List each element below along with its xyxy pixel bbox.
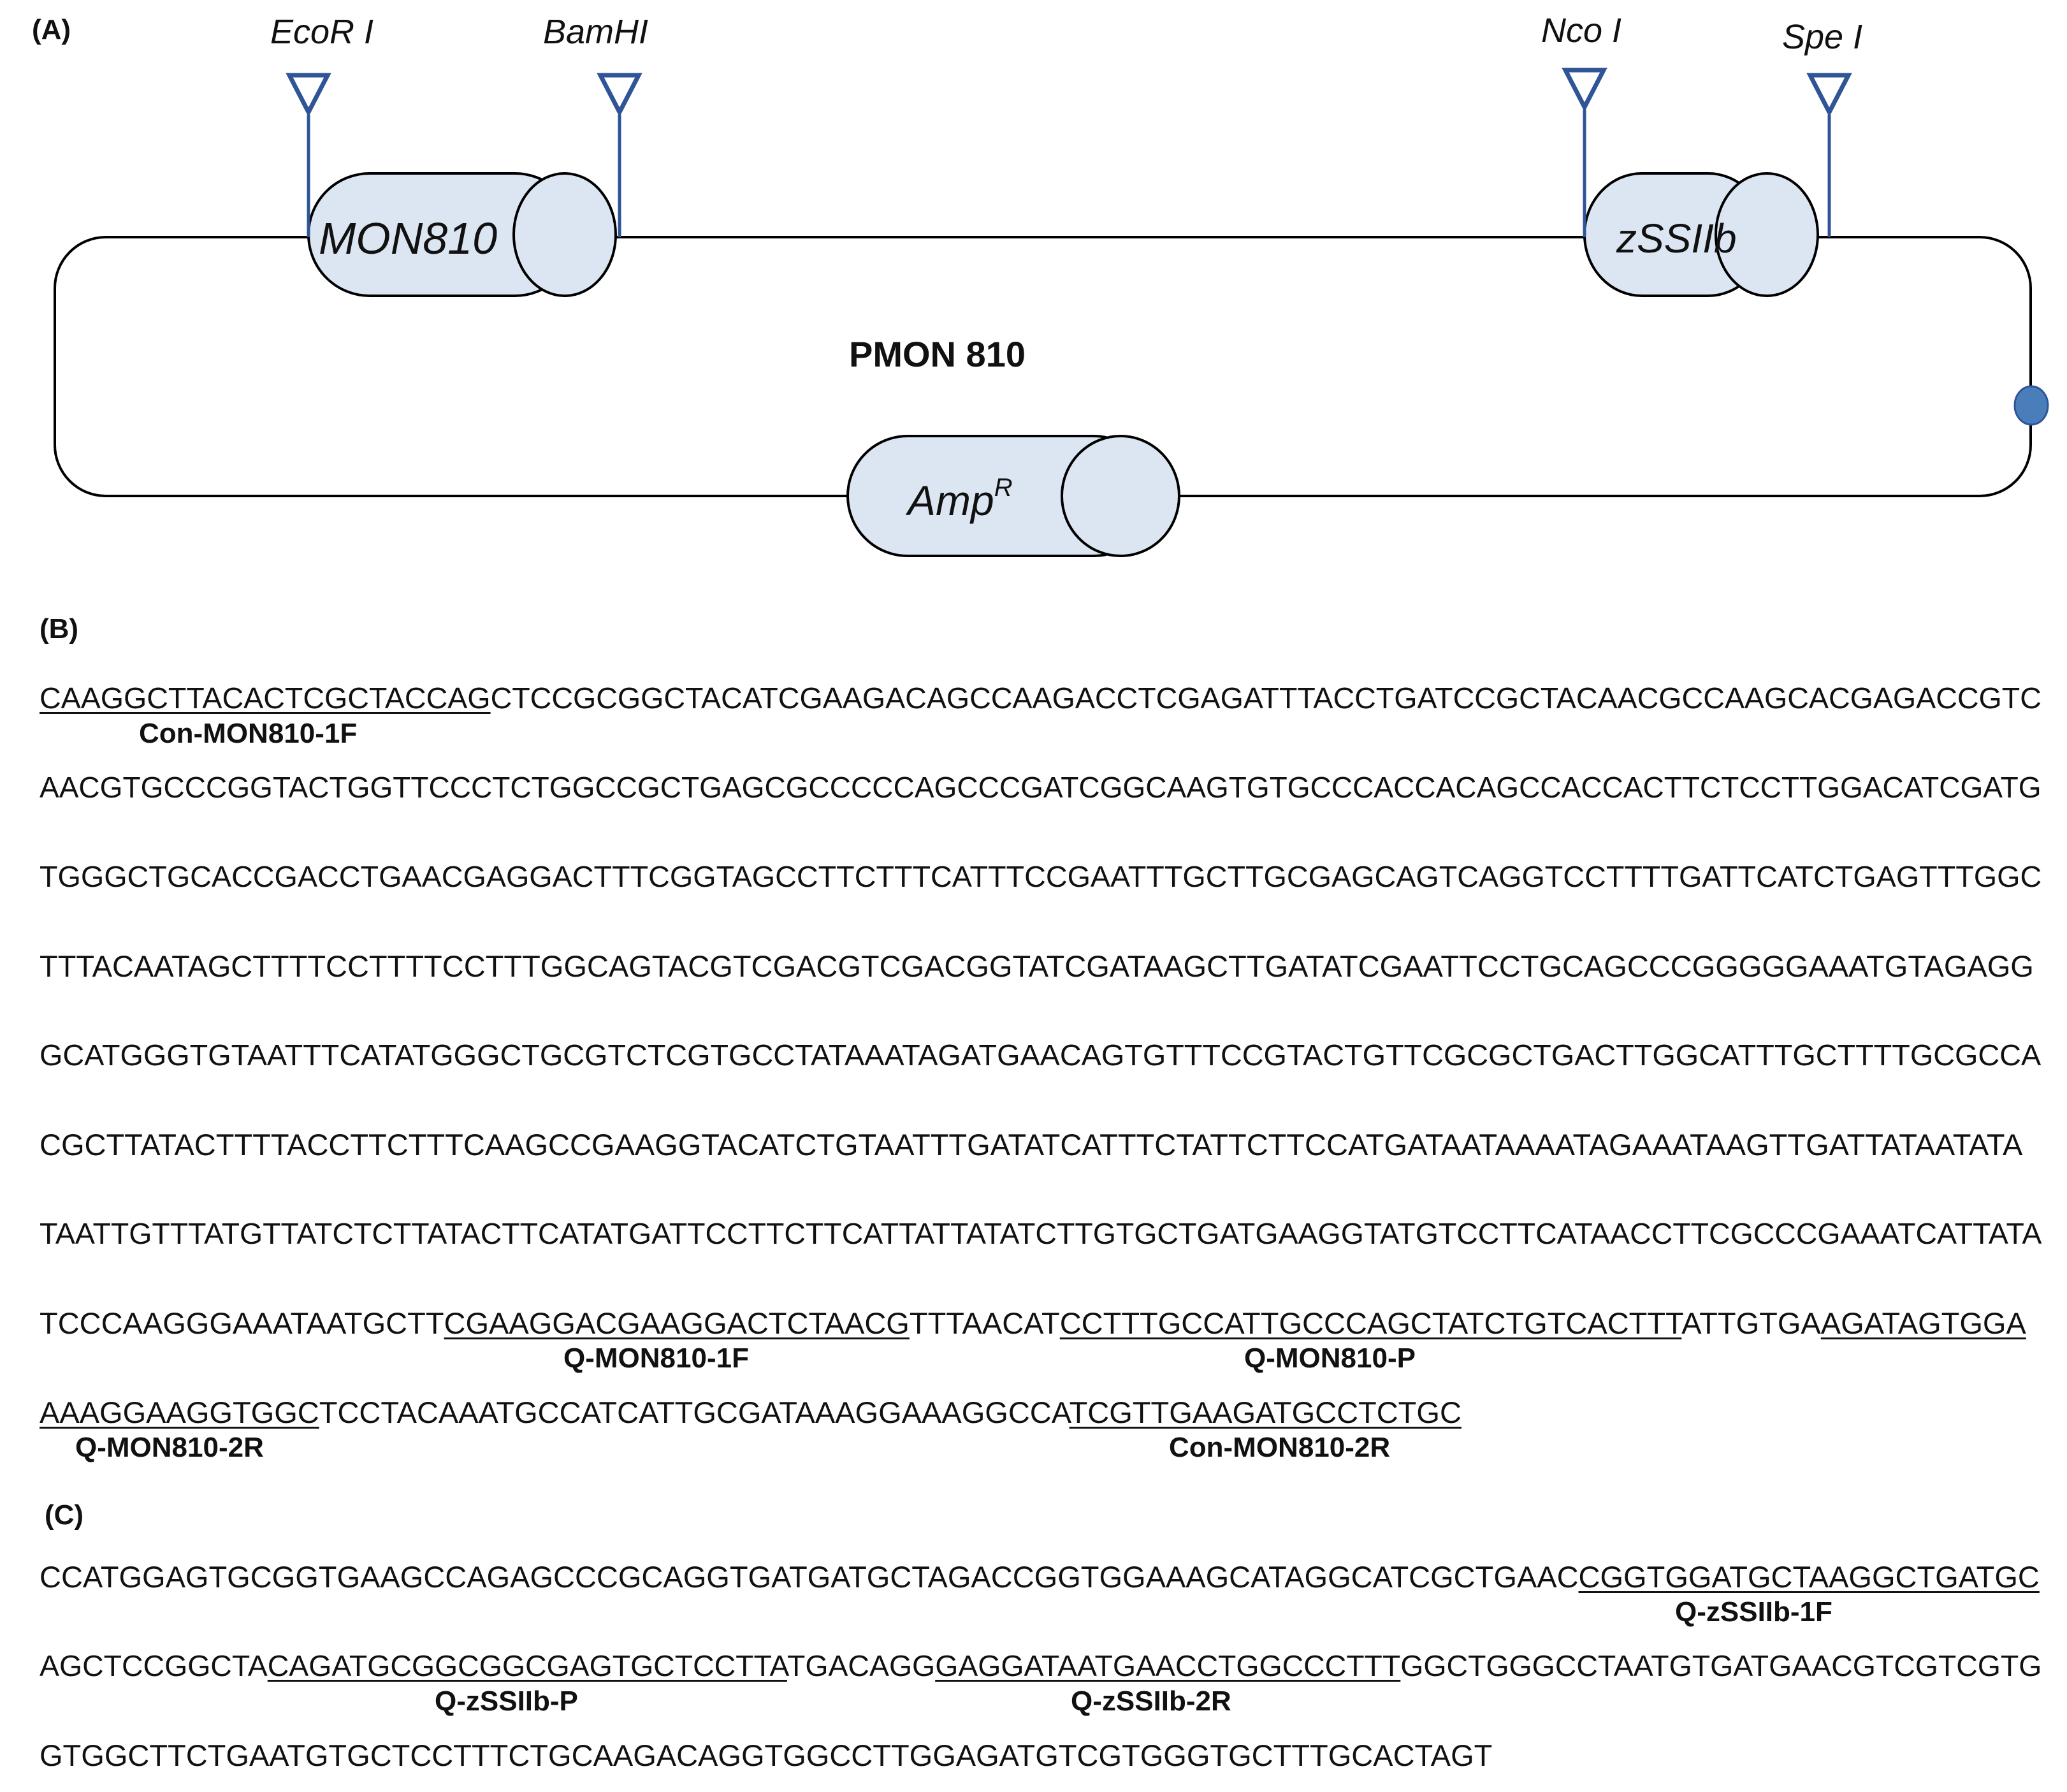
- seq-c-line: AGCTCCGGCTACAGATGCGGCGGCGAGTGCTCCTTATGAC…: [40, 1649, 2042, 1683]
- sequence-segment: CGCTTATACTTTTACCTTCTTTCAAGCCGAAGGTACATCT…: [40, 1128, 2023, 1162]
- site-label-ecori: EcoR I: [270, 13, 374, 51]
- zssiib-gene-cylinder: [1583, 172, 1819, 297]
- sequence-segment: TTTACAATAGCTTTTCCTTTTCCTTTGGCAGTACGTCGAC…: [40, 949, 2034, 983]
- site-label-bamhi: BamHI: [543, 13, 648, 51]
- seq-b-line: TCCCAAGGGAAATAATGCTTCGAAGGACGAAGGACTCTAA…: [40, 1306, 2026, 1341]
- ampr-label: AmpR: [905, 474, 1013, 524]
- mon810-gene-cylinder: [307, 172, 617, 297]
- origin-marker: [2013, 385, 2049, 426]
- zssiib-label: zSSIIb: [1616, 215, 1737, 261]
- site-label-ncoi: Nco I: [1541, 11, 1621, 50]
- plasmid-name: PMON 810: [849, 334, 1026, 374]
- ampr-gene-cylinder: [846, 435, 1180, 557]
- primer-region: CAGATGCGGCGGCGAGTGCTCCTTA: [267, 1649, 787, 1682]
- sequence-segment: CTCCGCGGCTACATCGAAGACAGCCAAGACCTCGAGATTT…: [490, 681, 2042, 715]
- primer-label-q-zssiib-1f: Q-zSSIIb-1F: [1675, 1596, 1832, 1628]
- sequence-segment: TAATTGTTTATGTTATCTCTTATACTTCATATGATTCCTT…: [40, 1217, 2042, 1250]
- primer-region: AAAGGAAGGTGGC: [40, 1395, 319, 1429]
- panel-a-label: (A): [32, 14, 71, 45]
- sequence-segment: TCCCAAGGGAAATAATGCTT: [40, 1306, 444, 1340]
- primer-region: AGATAGTGGA: [1820, 1306, 2026, 1340]
- sequence-segment: GGCTGGGCCTAATGTGATGAACGTCGTCGTG: [1400, 1649, 2042, 1682]
- seq-b-line: TGGGCTGCACCGACCTGAACGAGGACTTTCGGTAGCCTTC…: [40, 859, 2042, 894]
- primer-label-con-mon810-2r: Con-MON810-2R: [1169, 1432, 1391, 1463]
- site-label-spei: Spe I: [1782, 18, 1862, 56]
- primer-region: CAAGGCTTACACTCGCTACCAG: [40, 681, 491, 715]
- sequence-segment: AACGTGCCCGGTACTGGTTCCCTCTGGCCGCTGAGCGCCC…: [40, 771, 2042, 804]
- site-marker-ncoi: [1562, 68, 1607, 237]
- seq-b-line: GCATGGGTGTAATTTCATATGGGCTGCGTCTCGTGCCTAT…: [40, 1038, 2041, 1072]
- sequence-segment: CCATGGAGTGCGGTGAAGCCAGAGCCCGCAGGTGATGATG…: [40, 1560, 1579, 1594]
- seq-b-line: AAAGGAAGGTGGCTCCTACAAATGCCATCATTGCGATAAA…: [40, 1395, 1461, 1430]
- primer-label-q-zssiib-p: Q-zSSIIb-P: [435, 1686, 578, 1717]
- sequence-segment: TTTAACAT: [909, 1306, 1060, 1340]
- primer-label-q-mon810-1f: Q-MON810-1F: [563, 1343, 749, 1374]
- panel-b-label: (B): [40, 613, 79, 645]
- sequence-segment: TGACAGG: [787, 1649, 936, 1682]
- seq-b-line: TTTACAATAGCTTTTCCTTTTCCTTTGGCAGTACGTCGAC…: [40, 949, 2034, 984]
- primer-region: CCTTTGCCATTGCCCAGCTATCTGTCACTTT: [1059, 1306, 1682, 1340]
- seq-b-line: CAAGGCTTACACTCGCTACCAGCTCCGCGGCTACATCGAA…: [40, 681, 2042, 715]
- site-marker-spei: [1806, 73, 1852, 237]
- primer-label-con-mon810-1f: Con-MON810-1F: [139, 718, 358, 749]
- primer-region: CGAAGGACGAAGGACTCTAACG: [444, 1306, 910, 1340]
- site-marker-ecori: [286, 73, 331, 237]
- seq-b-line: TAATTGTTTATGTTATCTCTTATACTTCATATGATTCCTT…: [40, 1216, 2042, 1251]
- panel-c-label: (C): [45, 1499, 84, 1531]
- primer-label-q-zssiib-2r: Q-zSSIIb-2R: [1071, 1686, 1231, 1717]
- primer-region: GAGGATAATGAACCTGGCCCTTT: [935, 1649, 1401, 1682]
- seq-c-line: GTGGCTTCTGAATGTGCTCCTTTCTGCAAGACAGGTGGCC…: [40, 1738, 1492, 1773]
- sequence-segment: GTGGCTTCTGAATGTGCTCCTTTCTGCAAGACAGGTGGCC…: [40, 1738, 1493, 1772]
- mon810-label: MON810: [319, 214, 497, 263]
- primer-label-q-mon810-p: Q-MON810-P: [1244, 1343, 1416, 1374]
- primer-region: CGGTGGATGCTAAGGCTGATGC: [1578, 1560, 2040, 1594]
- seq-b-line: CGCTTATACTTTTACCTTCTTTCAAGCCGAAGGTACATCT…: [40, 1127, 2022, 1162]
- sequence-segment: GCATGGGTGTAATTTCATATGGGCTGCGTCTCGTGCCTAT…: [40, 1038, 2042, 1072]
- sequence-segment: ATTGTGA: [1681, 1306, 1821, 1340]
- primer-region: TCGTTGAAGATGCCTCTGC: [1069, 1395, 1461, 1429]
- seq-c-line: CCATGGAGTGCGGTGAAGCCAGAGCCCGCAGGTGATGATG…: [40, 1559, 2040, 1594]
- sequence-segment: TGGGCTGCACCGACCTGAACGAGGACTTTCGGTAGCCTTC…: [40, 860, 2042, 893]
- sequence-segment: AGCTCCGGCTA: [40, 1649, 268, 1682]
- seq-b-line: AACGTGCCCGGTACTGGTTCCCTCTGGCCGCTGAGCGCCC…: [40, 770, 2042, 805]
- sequence-segment: TCCTACAAATGCCATCATTGCGATAAAGGAAAGGCCA: [319, 1395, 1070, 1429]
- primer-label-q-mon810-2r: Q-MON810-2R: [75, 1432, 264, 1463]
- plasmid-map: MON810 zSSIIb AmpR PMON 810 EcoR I BamHI…: [54, 11, 2049, 557]
- site-marker-bamhi: [597, 73, 642, 237]
